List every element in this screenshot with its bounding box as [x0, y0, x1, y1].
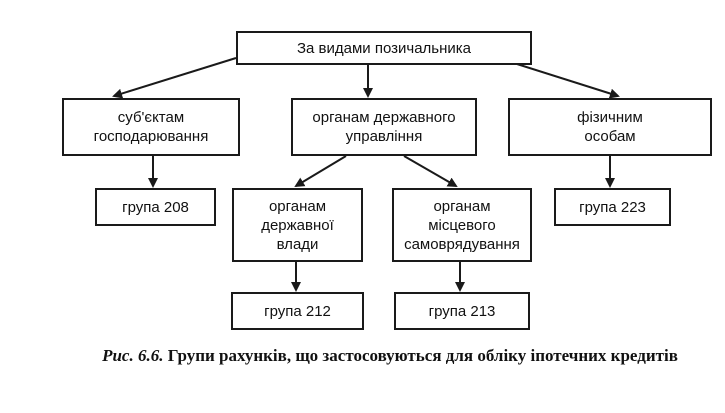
- figure-caption: Рис. 6.6. Групи рахунків, що застосовуют…: [70, 346, 710, 366]
- node-by-borrower-type: За видами позичальника: [236, 31, 532, 65]
- node-group-213: група 213: [394, 292, 530, 330]
- arrow-government-to-state: [294, 155, 347, 188]
- arrow-root-to-business: [112, 57, 237, 99]
- node-group-223: група 223: [554, 188, 671, 226]
- node-business-entities: суб'єктам господарювання: [62, 98, 240, 156]
- node-group-208: група 208: [95, 188, 216, 226]
- node-group-212: група 212: [231, 292, 364, 330]
- figure-label: Рис. 6.6.: [102, 346, 164, 365]
- node-government-bodies: органам державного управління: [291, 98, 477, 156]
- figure-caption-text: Групи рахунків, що застосовуються для об…: [167, 346, 678, 365]
- arrow-government-to-local: [403, 155, 458, 187]
- node-local-self-government: органам місцевого самоврядування: [392, 188, 532, 262]
- node-individuals: фізичним особам: [508, 98, 712, 156]
- node-state-authorities: органам державної влади: [232, 188, 363, 262]
